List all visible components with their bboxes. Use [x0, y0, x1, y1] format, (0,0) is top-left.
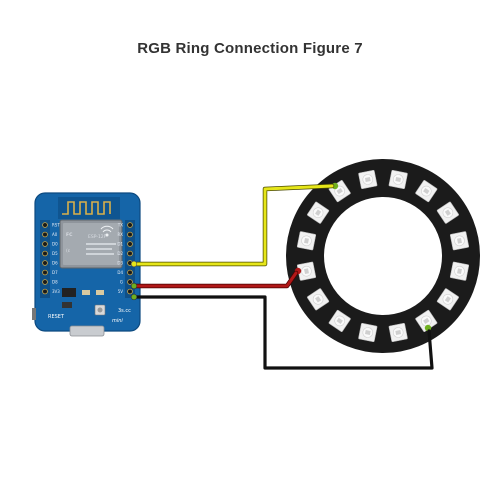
pin-hole	[127, 222, 133, 228]
left-pin-header	[40, 220, 50, 298]
reset-label: RESET	[48, 314, 65, 320]
wifi-icon	[100, 225, 114, 237]
pin-label: D8	[52, 280, 58, 285]
pin-hole	[42, 250, 48, 257]
smd-component	[96, 290, 104, 295]
pin-label: D7	[52, 270, 58, 275]
ring-pcb	[286, 159, 480, 353]
ground-pin-marker	[130, 293, 138, 301]
smd-component	[62, 302, 72, 308]
led-die	[304, 237, 309, 244]
pin-hole	[127, 288, 133, 295]
pin-hole	[42, 260, 48, 266]
pin-label: 3V3	[52, 289, 60, 294]
led-die	[364, 177, 371, 182]
rgb-led	[307, 288, 330, 311]
reset-button-cap	[97, 307, 103, 313]
pin-label: RST	[52, 223, 60, 228]
pin-hole	[42, 241, 48, 247]
power-wire-outline	[133, 270, 299, 289]
pin-label: D6	[52, 261, 58, 266]
module-text-line	[86, 243, 116, 245]
led-die	[423, 317, 430, 324]
pin-label: D4	[117, 270, 123, 275]
pin-hole	[127, 250, 133, 257]
led-list	[296, 169, 470, 343]
chip	[62, 288, 76, 297]
module-text-line	[86, 253, 114, 255]
rgb-led	[307, 201, 330, 224]
pin-hole	[127, 279, 133, 285]
wires	[133, 183, 434, 370]
pin-label: G	[120, 280, 123, 285]
fcc-mark: FC	[66, 232, 73, 238]
led-die	[336, 188, 343, 195]
pin-label: D2	[117, 251, 123, 256]
led-die	[315, 296, 322, 303]
rgb-led	[415, 180, 438, 203]
rgb-led	[449, 261, 470, 281]
pin-label: D0	[52, 242, 58, 247]
led-die	[304, 268, 309, 275]
pin-label: TX	[117, 223, 123, 228]
rgb-led	[388, 322, 408, 343]
led-die	[423, 188, 430, 195]
module-label: ESP-12F	[88, 234, 107, 240]
smd-component	[82, 290, 90, 295]
power-wire	[134, 271, 298, 288]
pin-label: RX	[117, 232, 123, 237]
rgb-led	[328, 180, 351, 203]
module-text-line	[86, 248, 112, 250]
pin-hole	[127, 231, 133, 238]
rgb-led	[388, 169, 408, 190]
pin-hole	[127, 241, 133, 247]
rgb-led	[358, 322, 378, 343]
rgb-led	[296, 231, 317, 251]
pin-hole	[42, 269, 48, 276]
led-die	[395, 177, 402, 182]
rgb-led	[436, 288, 459, 311]
led-die	[336, 317, 343, 324]
led-die	[444, 209, 451, 216]
rgb-led	[449, 231, 470, 251]
led-die	[457, 268, 462, 275]
data-wire	[134, 184, 334, 266]
pin-label: D5	[52, 251, 58, 256]
power-pin-marker	[130, 282, 138, 290]
site-label: 3s.cc	[118, 308, 131, 314]
pin-hole	[42, 222, 48, 228]
ground-wire	[134, 295, 434, 370]
side-button	[32, 308, 36, 320]
figure-title: RGB Ring Connection Figure 7	[137, 40, 363, 57]
led-die	[364, 330, 371, 335]
pin-label: A0	[52, 232, 58, 237]
rgb-led	[436, 201, 459, 224]
data-pin-marker	[130, 260, 138, 268]
led-die	[457, 237, 462, 244]
led-die	[444, 296, 451, 303]
pin-hole	[127, 269, 133, 276]
pin-label: D1	[117, 242, 123, 247]
mini-label: mini	[112, 318, 123, 324]
led-die	[315, 209, 322, 216]
rgb-led	[358, 169, 378, 190]
rgb-led	[328, 309, 351, 332]
rgb-led-ring	[286, 159, 480, 353]
pin-hole	[42, 231, 48, 238]
rgb-led	[296, 261, 317, 281]
antenna-trace	[62, 201, 111, 215]
right-pin-header	[125, 220, 135, 298]
ce-mark: (ε	[66, 248, 71, 254]
usb-connector[interactable]	[69, 325, 105, 337]
pin-hole	[42, 288, 48, 295]
pin-label: 5V	[118, 289, 124, 294]
pin-label: D3	[117, 261, 123, 266]
led-die	[395, 330, 402, 335]
pin-hole	[42, 279, 48, 285]
